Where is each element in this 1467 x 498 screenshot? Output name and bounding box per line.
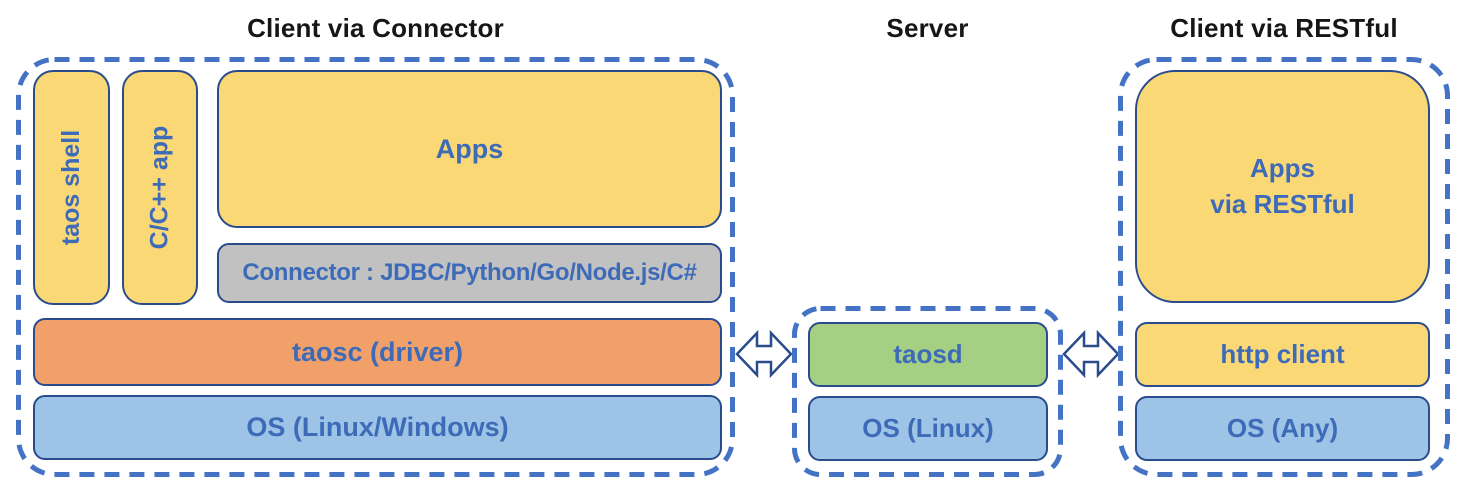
- taosd-box: taosd: [808, 322, 1048, 387]
- bidirectional-arrow-icon: [1062, 330, 1120, 378]
- taosd-label: taosd: [893, 339, 963, 369]
- http-client-label: http client: [1220, 339, 1345, 369]
- os-any-box: OS (Any): [1135, 396, 1430, 461]
- os-linux-windows-box: OS (Linux/Windows): [33, 395, 722, 460]
- section-title-client-via-restful: Client via RESTful: [1170, 13, 1398, 43]
- os-linux-box: OS (Linux): [808, 396, 1048, 461]
- client-via-restful-group: Apps via RESTful http client OS (Any): [1118, 57, 1450, 477]
- os-linux-label: OS (Linux): [862, 413, 994, 443]
- apps-label: Apps: [435, 133, 504, 164]
- section-title-server: Server: [886, 13, 969, 43]
- connector-label: Connector : JDBC/Python/Go/Node.js/C#: [242, 259, 697, 286]
- taos-shell-label: taos shell: [57, 129, 86, 246]
- server-group: taosd OS (Linux): [792, 306, 1063, 477]
- c-cpp-app-label: C/C++ app: [145, 125, 174, 250]
- os-linux-windows-label: OS (Linux/Windows): [246, 412, 509, 442]
- os-any-label: OS (Any): [1226, 413, 1339, 443]
- taosc-driver-label: taosc (driver): [291, 336, 464, 367]
- client-via-connector-group: taos shell C/C++ app Apps Connector : JD…: [16, 57, 735, 477]
- c-cpp-app-box: C/C++ app: [122, 70, 198, 305]
- dashed-outline: [792, 306, 1063, 477]
- section-title-client-via-connector: Client via Connector: [247, 13, 504, 43]
- apps-via-restful-label: Apps via RESTful: [1210, 153, 1355, 219]
- http-client-box: http client: [1135, 322, 1430, 387]
- taos-shell-box: taos shell: [33, 70, 110, 305]
- apps-box: Apps: [217, 70, 722, 228]
- taosc-driver-box: taosc (driver): [33, 318, 722, 386]
- bidirectional-arrow-icon: [735, 330, 793, 378]
- dashed-outline: [1118, 57, 1450, 477]
- connector-box: Connector : JDBC/Python/Go/Node.js/C#: [217, 243, 722, 303]
- apps-via-restful-box: Apps via RESTful: [1135, 70, 1430, 303]
